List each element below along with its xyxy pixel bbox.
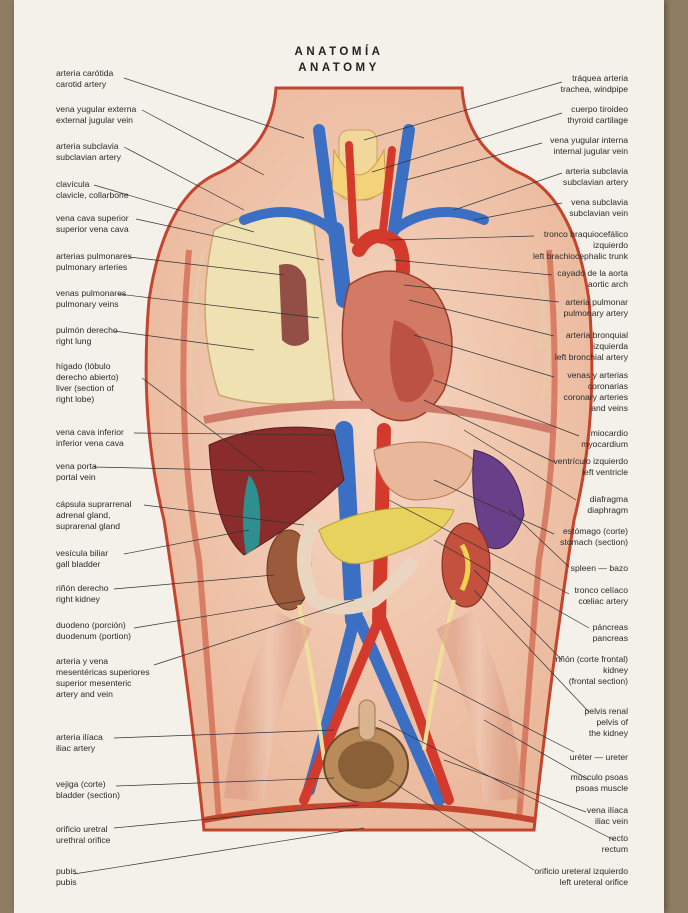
pancreas [318, 507, 455, 565]
renal-pelvis [459, 543, 471, 592]
title-spanish: ANATOMÍA [294, 46, 384, 58]
anatomy-illustration [73, 77, 615, 875]
label-bladder: vejiga (corte)bladder (section) [56, 779, 121, 800]
stomach [373, 441, 475, 501]
spleen [472, 449, 525, 550]
liver [208, 426, 345, 556]
label-kidney-section: riñón (corte frontal)kidney(frontal sect… [555, 654, 628, 686]
ureters [297, 599, 456, 761]
gall-bladder [243, 475, 261, 555]
ribs [188, 249, 550, 401]
label-spleen: spleen — bazo [570, 563, 628, 573]
leader-lines-right [363, 81, 615, 871]
psoas-left [224, 611, 312, 803]
leader-lines-left [73, 77, 365, 875]
label-duodenum: duodeno (porción)duodenum (portion) [56, 620, 132, 641]
myocardium-section [390, 320, 434, 403]
duodenum [297, 516, 420, 615]
diaphragm [203, 400, 555, 434]
book-page: ANATOMÍA ANATOMY [14, 0, 664, 913]
rectum [358, 699, 376, 741]
bladder-inner [338, 741, 394, 789]
pelvic-floor [203, 802, 535, 823]
label-ureter: uréter — ureter [569, 752, 628, 762]
torso-inner-wall [180, 249, 558, 821]
lung-section [279, 264, 309, 346]
label-stomach: estómago (corte)stomach (section) [560, 526, 628, 547]
right-lung [204, 212, 335, 405]
psoas-right [436, 611, 524, 803]
title-english: ANATOMY [298, 62, 380, 74]
